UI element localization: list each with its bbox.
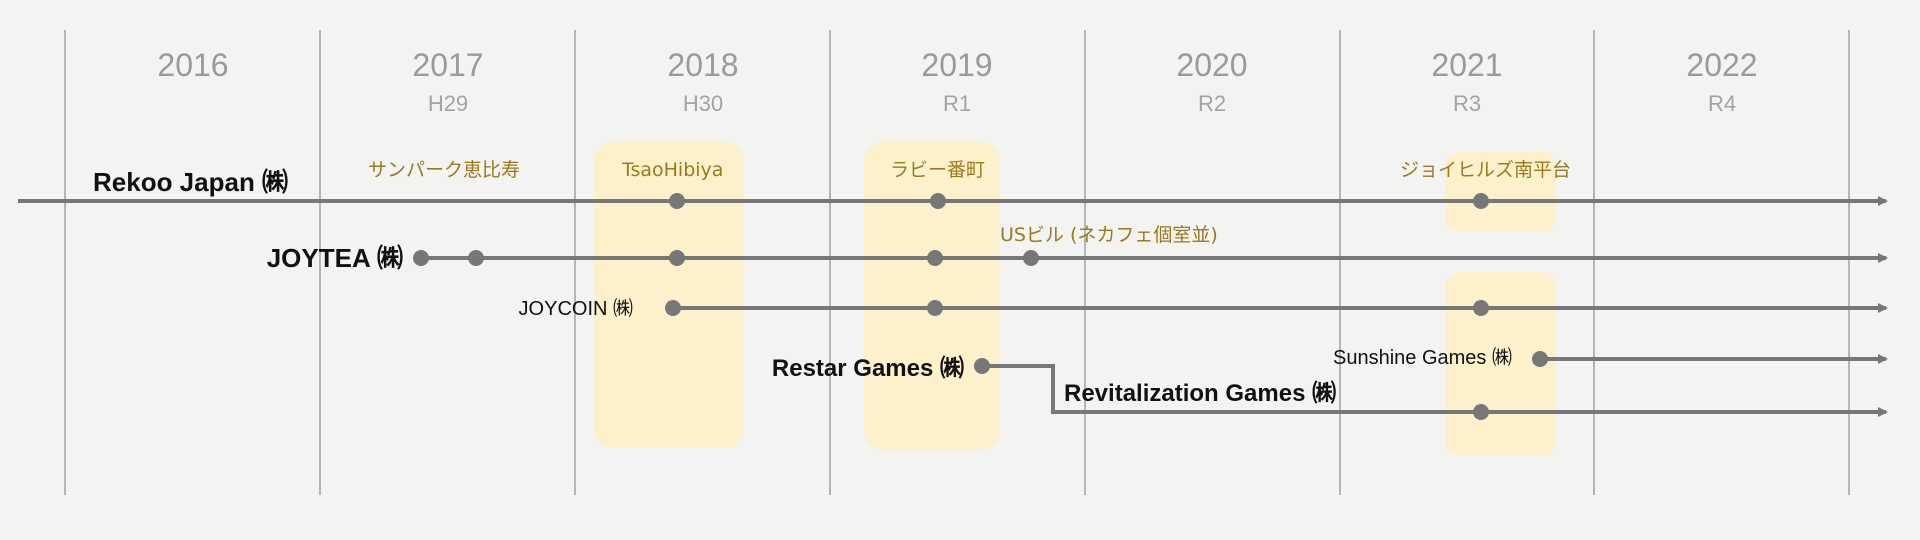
year-headers: 2016 2017 H29 2018 H30 2019 R1 2020 R2 2… bbox=[157, 47, 1757, 116]
company-label: Revitalization Games ㈱ bbox=[1064, 380, 1336, 407]
event-dot bbox=[1473, 193, 1489, 209]
era-label: R3 bbox=[1453, 91, 1481, 116]
place-label: サンパーク恵比寿 bbox=[368, 159, 520, 181]
era-label: H29 bbox=[428, 91, 468, 116]
era-label: R1 bbox=[943, 91, 971, 116]
event-dot bbox=[927, 250, 943, 266]
highlight-2019 bbox=[864, 142, 1000, 450]
year-label: 2019 bbox=[921, 47, 992, 83]
company-label: JOYTEA ㈱ bbox=[267, 243, 403, 273]
event-dot bbox=[1023, 250, 1039, 266]
grid-lines bbox=[64, 30, 1850, 495]
year-label: 2017 bbox=[412, 47, 483, 83]
place-label: TsaoHibiya bbox=[621, 159, 723, 181]
event-dot bbox=[927, 300, 943, 316]
company-label: Sunshine Games ㈱ bbox=[1333, 346, 1512, 369]
place-labels: サンパーク恵比寿 TsaoHibiya ラビー番町 USビル (ネカフェ個室並)… bbox=[368, 159, 1571, 246]
event-dot bbox=[669, 250, 685, 266]
place-label: ジョイヒルズ南平台 bbox=[1400, 159, 1571, 181]
year-label: 2021 bbox=[1431, 47, 1502, 83]
year-label: 2018 bbox=[667, 47, 738, 83]
place-label: ラビー番町 bbox=[890, 159, 985, 181]
year-label: 2016 bbox=[157, 47, 228, 83]
event-dot bbox=[1473, 404, 1489, 420]
era-label: R2 bbox=[1198, 91, 1226, 116]
highlight-2018 bbox=[594, 142, 744, 448]
company-labels: Rekoo Japan ㈱ JOYTEA ㈱ JOYCOIN ㈱ Restar … bbox=[93, 167, 1512, 407]
event-dot bbox=[669, 193, 685, 209]
era-label: H30 bbox=[683, 91, 723, 116]
event-dot bbox=[974, 358, 990, 374]
event-dot bbox=[930, 193, 946, 209]
event-dot bbox=[468, 250, 484, 266]
company-label: JOYCOIN ㈱ bbox=[519, 297, 633, 320]
highlight-2021-top bbox=[1446, 152, 1556, 232]
line-restar bbox=[982, 364, 1888, 417]
event-dot bbox=[413, 250, 429, 266]
year-label: 2020 bbox=[1176, 47, 1247, 83]
company-label: Rekoo Japan ㈱ bbox=[93, 167, 288, 197]
event-dot bbox=[1473, 300, 1489, 316]
event-dot bbox=[1532, 351, 1548, 367]
event-dot bbox=[665, 300, 681, 316]
event-dots bbox=[413, 193, 1548, 420]
place-label: USビル (ネカフェ個室並) bbox=[1000, 224, 1218, 246]
year-label: 2022 bbox=[1686, 47, 1757, 83]
company-lines bbox=[18, 196, 1888, 417]
company-label: Restar Games ㈱ bbox=[772, 355, 964, 382]
era-label: R4 bbox=[1708, 91, 1736, 116]
